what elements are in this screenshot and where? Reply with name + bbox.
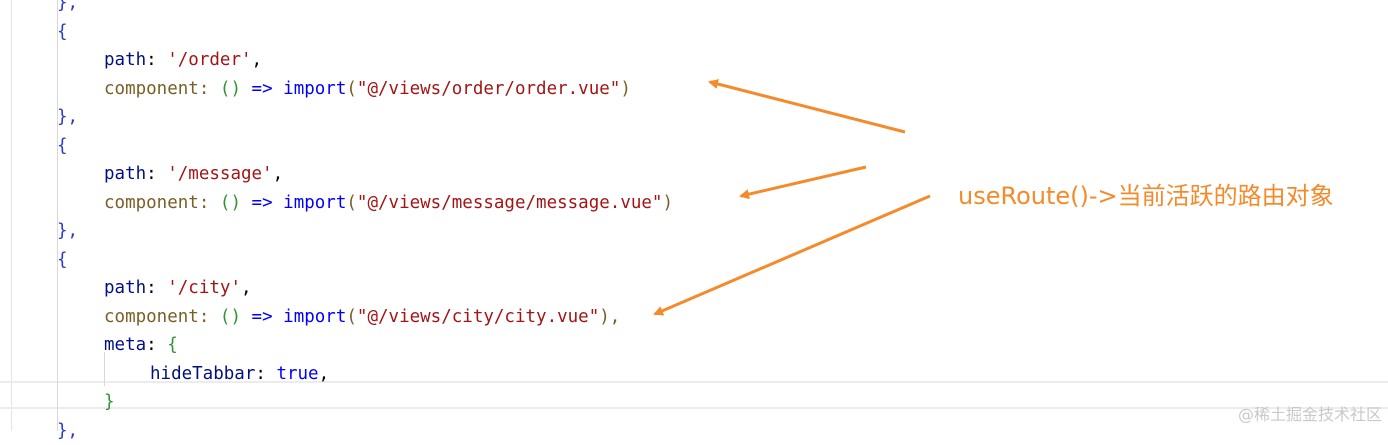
code-line: } [104,388,115,416]
code-line: path: '/city', [104,274,252,302]
current-line-highlight-bottom [0,407,1388,409]
indent-guide-2 [104,352,105,386]
indent-guide-1 [57,0,58,431]
code-token: '/order' [167,50,252,70]
code-token: component [104,78,199,99]
code-line: path: '/message', [104,160,283,188]
code-token: "@/views/order/order.vue" [356,78,621,99]
code-token: path [104,50,147,70]
code-token: }, [57,0,79,13]
code-token: path [104,164,147,184]
code-line: path: '/order', [104,46,262,74]
code-token: ) [620,78,631,99]
current-line-highlight-top [0,381,1388,383]
code-token: : [198,192,220,213]
code-token: ( [346,306,357,327]
code-token: : [255,363,277,384]
code-token: : [146,50,168,70]
code-token: { [167,335,178,355]
code-token: () [219,192,241,213]
code-token: '/message' [167,164,273,184]
code-token: hideTabbar [150,363,256,384]
code-token: : [198,78,220,99]
code-token: component [104,192,199,213]
code-line: }, [57,217,78,245]
annotation-label: useRoute()->当前活跃的路由对象 [958,182,1334,210]
code-line: component: () => import("@/views/order/o… [104,75,631,103]
code-token: } [104,392,115,412]
code-token: => [251,192,273,213]
arrow-to-city [653,194,931,316]
code-line: }, [57,103,78,131]
arrow-to-message [739,165,867,200]
code-line: component: () => import("@/views/city/ci… [104,303,620,331]
code-token: import [283,78,347,99]
code-token: true [276,363,319,384]
arrows-overlay [653,79,931,316]
code-line: { [57,132,68,160]
code-token: { [57,135,68,156]
code-token: meta [104,335,147,355]
code-token: "@/views/city/city.vue" [356,306,600,327]
code-token: : [146,335,168,355]
code-token: }, [57,221,79,241]
code-token: , [318,363,330,384]
code-line: }, [57,0,78,17]
code-token: "@/views/message/message.vue" [356,192,663,213]
code-token: { [57,249,68,270]
code-token: }, [57,107,79,127]
code-token: () [219,78,241,99]
code-token: component [104,306,199,327]
code-token: : [198,306,220,327]
code-token: path [104,278,147,298]
watermark: @稀土掘金技术社区 [1237,405,1382,424]
code-line: { [57,18,68,46]
code-token: import [283,192,347,213]
code-token: { [57,21,68,42]
arrow-to-order [708,79,906,134]
code-token: '/city' [167,278,241,298]
code-token: , [251,50,263,70]
code-token: ), [599,306,621,327]
code-token: => [251,78,273,99]
code-token: import [283,306,347,327]
code-line: meta: { [104,331,178,359]
code-token: : [146,278,168,298]
code-token: => [251,306,273,327]
code-token: ) [662,192,674,213]
code-line: hideTabbar: true, [150,360,329,388]
code-token: : [146,164,168,184]
editor-gutter-border [11,0,12,431]
code-token: ( [346,192,357,213]
code-token: () [219,306,241,327]
code-token: , [241,278,252,298]
code-token: , [272,164,284,184]
code-line: component: () => import("@/views/message… [104,189,673,217]
code-token: ( [346,78,357,99]
code-line: { [57,246,68,274]
